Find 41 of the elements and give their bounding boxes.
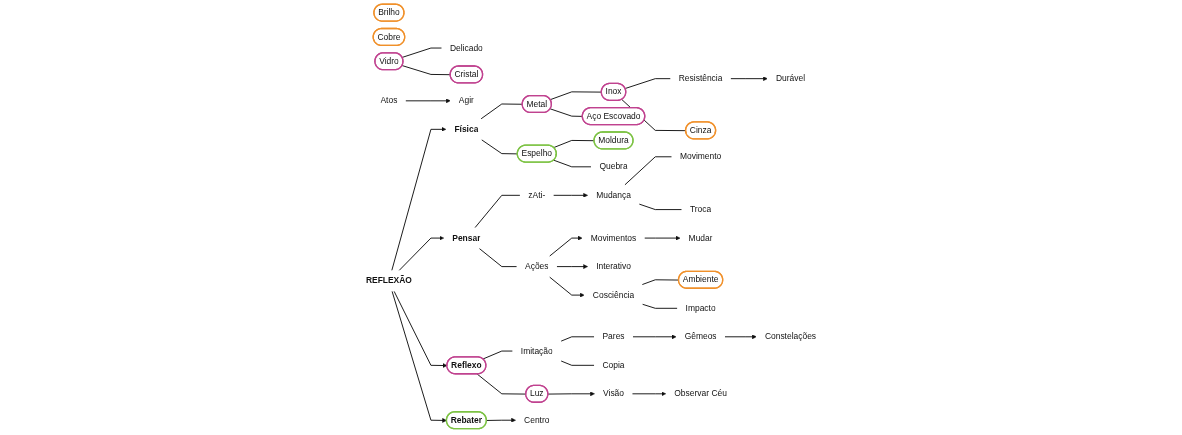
node-text: Agir [458, 96, 474, 106]
connector [553, 159, 592, 168]
node-text: Imitação [520, 346, 553, 356]
node-text: Copia [602, 360, 625, 370]
node-text: Resistência [678, 73, 723, 83]
connector [560, 360, 595, 366]
node-text: Movimentos [590, 233, 637, 243]
connector [401, 47, 442, 58]
connector [479, 248, 518, 268]
node-text: Mudar [688, 233, 713, 243]
node-text: Interativo [596, 261, 631, 271]
connector [624, 78, 671, 89]
node-text: Durável [775, 73, 806, 83]
node-text: Quebra [599, 162, 628, 172]
connector [482, 350, 513, 360]
connector [560, 336, 595, 342]
node-text: Cosciência [592, 290, 635, 300]
node-text: Física [454, 124, 479, 134]
node-text: Ações [525, 261, 549, 271]
connector [642, 303, 678, 309]
node-text: Visão [603, 389, 625, 399]
node-text: Movimento [679, 152, 722, 162]
connector [638, 203, 682, 211]
connector [553, 139, 595, 149]
node-text: Observar Céu [674, 389, 727, 399]
node-text: Troca [689, 204, 712, 214]
node-text: Atos [380, 96, 398, 106]
node-text: Mudança [596, 190, 631, 200]
connector [401, 65, 451, 76]
node-text: zAti- [528, 190, 546, 200]
node-text: Pensar [452, 233, 481, 243]
connector [474, 194, 521, 228]
connector [624, 156, 672, 186]
node-text: Impacto [685, 303, 716, 313]
node-text: Pares [602, 332, 625, 342]
node-text: Constelações [764, 332, 817, 342]
node-text: Gêmeos [684, 332, 717, 342]
connector [480, 103, 523, 120]
node-text: REFLEXÃO [365, 276, 412, 286]
node-text: Centro [524, 415, 550, 425]
node-text: Delicado [449, 43, 483, 53]
